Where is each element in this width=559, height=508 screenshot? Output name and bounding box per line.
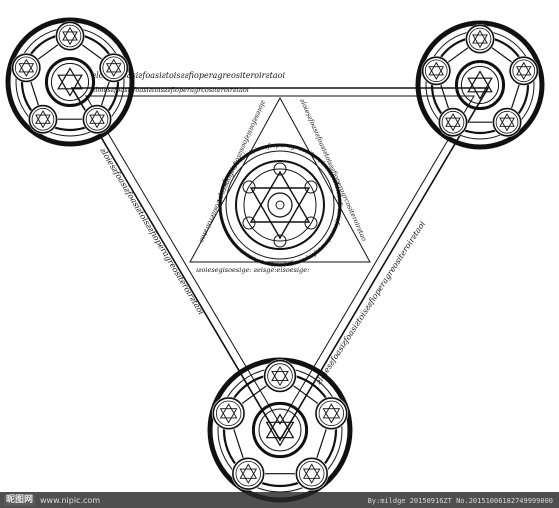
script-band-top-inner: ƨloiesƨfoasiƨfoasiƨtoisƨƨfioperagrcosite…: [92, 86, 249, 94]
corner-sigil-top-right: [415, 20, 545, 150]
corner-sigil-bottom: [207, 357, 353, 503]
inner-triangle: [189, 96, 371, 263]
watermark-bar: [0, 492, 559, 508]
script-band-right: ƨloiesƨfoasiƨfoasiƨtoisƨƨfioperagreosite…: [314, 219, 427, 386]
outer-triangle: [70, 87, 490, 442]
corner-sigil-top-left: [5, 17, 135, 147]
script-inner-base: ıƨoiesegisoesige: ƨeisge:eisoesige:: [196, 266, 309, 274]
script-band-top: ƨloiesƨfoasiƨfoasiƨtoisƨƨfioperagreosite…: [92, 71, 285, 80]
watermark-id: By:mildge 20150916ZT No.2015100618274999…: [367, 497, 553, 505]
watermark-brand: 昵图网 www.nipic.com: [4, 494, 100, 506]
center-sigil: [218, 143, 342, 267]
script-band-left: ƨloiesƨfoasiƨfoasiƨtoisƨƨfioperagreosite…: [98, 146, 206, 316]
watermark-url: www.nipic.com: [40, 495, 101, 505]
watermark-logo: 昵图网: [4, 494, 36, 506]
